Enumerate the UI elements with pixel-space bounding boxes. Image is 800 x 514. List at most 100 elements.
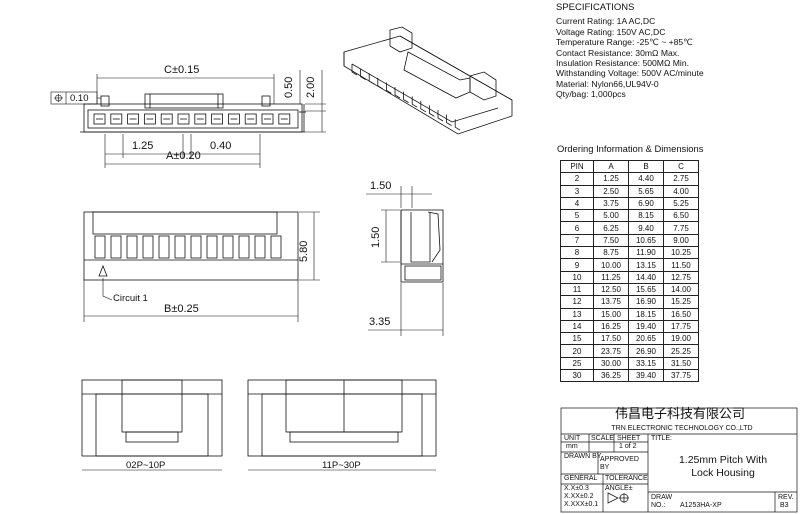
table-cell: 14.40 <box>628 270 664 284</box>
table-cell: 20 <box>560 344 594 358</box>
approved-by-label: APPROVED BY <box>600 456 639 471</box>
header-b: B <box>628 159 664 174</box>
bottom-view-left <box>81 379 223 457</box>
table-cell: 20.65 <box>628 332 664 346</box>
dim-b: B±0.25 <box>164 303 199 315</box>
dim-200: 2.00 <box>305 76 317 98</box>
table-cell: 25 <box>560 356 594 371</box>
pin-outline <box>244 113 257 125</box>
unit-value: mm <box>566 443 578 450</box>
company-name-cn: 伟昌电子科技有限公司 <box>614 407 745 422</box>
table-cell: 4 <box>560 196 594 211</box>
front-view-dimensions <box>83 211 320 322</box>
pin-slot <box>254 235 266 259</box>
top-view <box>80 93 306 133</box>
table-cell: 4.40 <box>628 172 664 186</box>
pin-slot <box>190 235 202 259</box>
table-cell: 9 <box>560 258 594 272</box>
draw-label: DRAW <box>651 494 673 501</box>
table-cell: 13 <box>560 307 594 321</box>
table-cell: 11.25 <box>593 270 629 284</box>
table-cell: 17.75 <box>663 319 699 334</box>
bottom-right-label: 11P~30P <box>322 460 361 471</box>
pin-slot <box>142 235 154 259</box>
table-cell: 13.75 <box>593 295 629 309</box>
tolerance-label: TOLERANCE <box>605 475 648 482</box>
dim-580: 5.80 <box>298 240 310 262</box>
table-cell: 5.65 <box>628 184 664 198</box>
no-label: NO.: <box>651 502 666 509</box>
table-cell: 10.25 <box>663 246 699 260</box>
table-cell: 17.50 <box>593 332 629 346</box>
scale-label: SCALE <box>591 435 614 442</box>
table-cell: 1.25 <box>593 172 629 186</box>
pin-outline <box>160 113 173 125</box>
table-cell: 7.50 <box>593 233 629 248</box>
spec-line: Voltage Rating: 150V AC,DC <box>556 26 666 37</box>
sheet-value: 1 of 2 <box>619 443 637 450</box>
iso-tooth <box>394 87 401 99</box>
unit-label: UNIT <box>564 435 581 442</box>
pin-outline <box>110 113 123 125</box>
table-cell: 7 <box>560 233 594 248</box>
pin-outline <box>177 113 190 125</box>
table-cell: 36.25 <box>593 369 629 383</box>
pin-slot <box>238 235 250 259</box>
table-cell: 8.15 <box>628 209 664 223</box>
spec-line: Contact Resistance: 30mΩ Max. <box>556 47 680 58</box>
header-c: C <box>663 159 699 174</box>
pin-slot <box>94 235 106 259</box>
pin-slot <box>126 235 138 259</box>
iso-tooth <box>368 73 375 85</box>
table-cell: 8 <box>560 246 594 260</box>
table-cell: 9.00 <box>663 233 699 248</box>
table-cell: 19.00 <box>663 332 699 346</box>
dim-pin-gap: 0.40 <box>210 140 232 152</box>
iso-tooth <box>386 82 392 94</box>
rev-value: B3 <box>780 502 789 509</box>
spec-line: Temperature Range: -25℃ ~ +85℃ <box>556 37 693 48</box>
table-cell: 16.50 <box>663 307 699 321</box>
table-cell: 12.50 <box>593 282 629 297</box>
pin-slot <box>222 235 234 259</box>
table-cell: 14.00 <box>663 282 699 297</box>
drawing-title-line2: Lock Housing <box>691 467 755 479</box>
iso-tooth <box>437 110 444 122</box>
drawing-number: A1253HA-XP <box>680 502 722 509</box>
specifications-title: SPECIFICATIONS <box>556 2 635 13</box>
table-cell: 3 <box>560 184 594 198</box>
sheet-label: SHEET <box>617 435 641 442</box>
pin-slot <box>158 235 170 259</box>
specifications: SPECIFICATIONS Current Rating: 1A AC,DC … <box>556 2 704 100</box>
side-view <box>400 209 444 283</box>
table-cell: 25.25 <box>663 344 699 358</box>
iso-tooth <box>454 119 461 131</box>
table-cell: 4.00 <box>663 184 699 198</box>
table-cell: 11.90 <box>628 246 664 260</box>
drawing-title-line1: 1.25mm Pitch With <box>678 454 768 466</box>
table-cell: 6.90 <box>628 196 664 211</box>
table-cell: 26.90 <box>628 344 664 358</box>
dim-tolerance-box: 0.10 <box>70 93 89 104</box>
iso-tooth <box>446 114 452 126</box>
table-cell: 2 <box>560 172 594 186</box>
pin-outline <box>143 113 156 125</box>
table-cell: 15 <box>560 332 594 346</box>
company-name-en: TRN ELECTRONIC TECHNOLOGY CO.,LTD <box>611 425 753 432</box>
ordering-header-row: PIN A B C <box>560 159 699 174</box>
pin-outline <box>278 113 291 125</box>
pin-outline <box>194 113 207 125</box>
